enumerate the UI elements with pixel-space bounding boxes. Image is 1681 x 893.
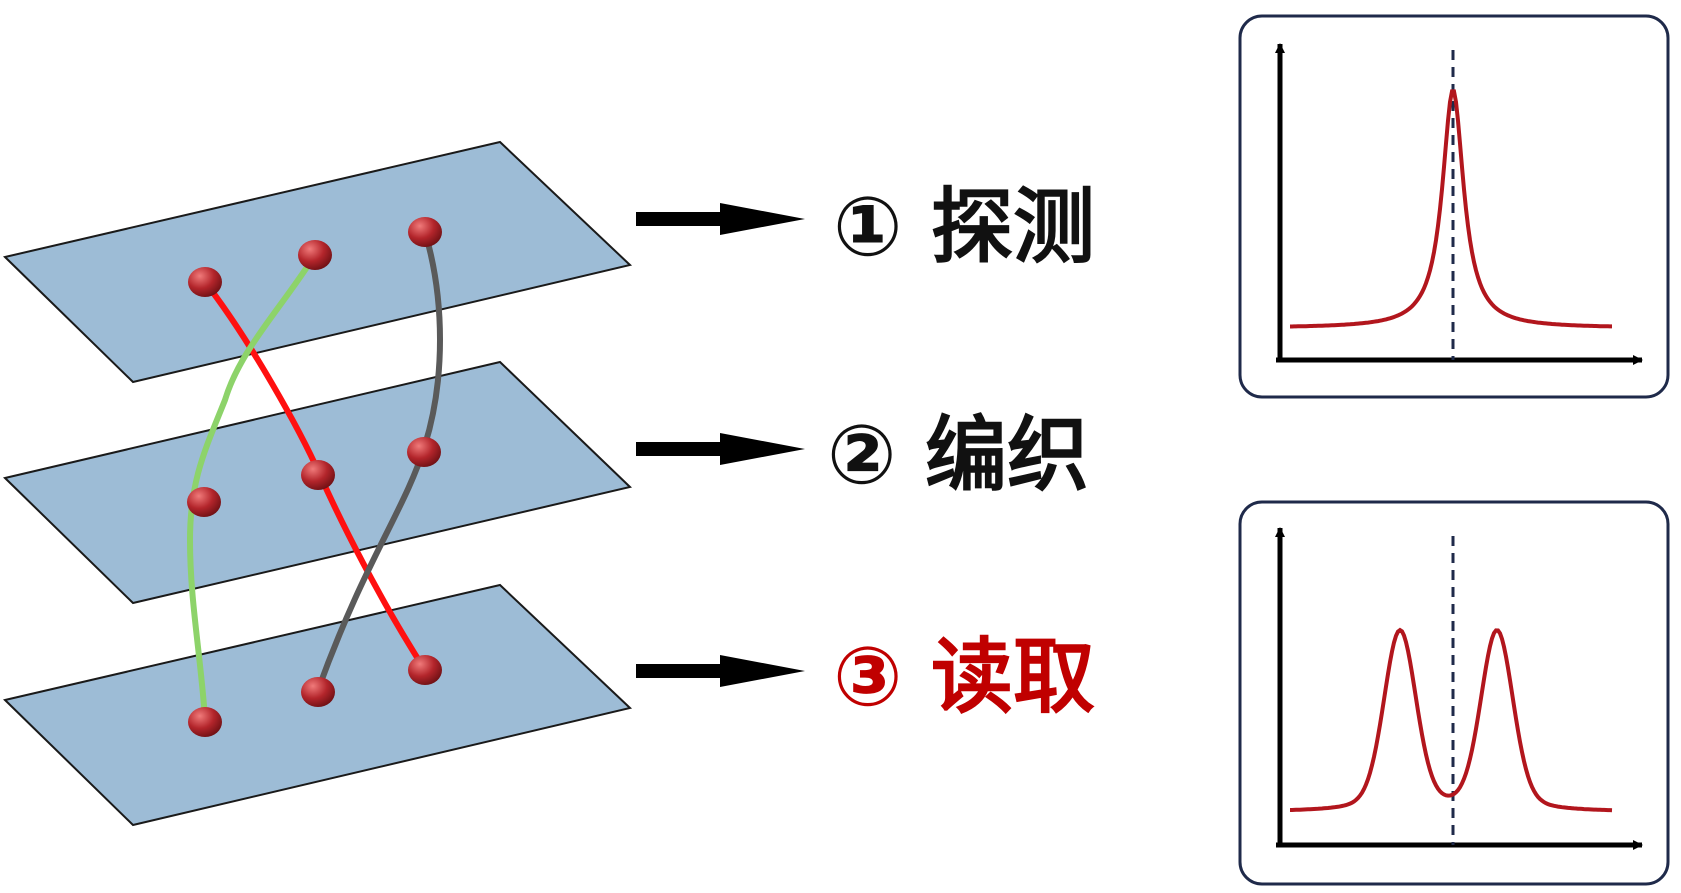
arrow-right-icon [636, 655, 805, 687]
strand-green [186, 252, 318, 721]
node-bot-1 [188, 707, 222, 737]
step-label-detect: ① 探测 [833, 180, 1095, 275]
arrow-right-icon [636, 203, 805, 235]
spectrum-panel-bottom [1238, 500, 1670, 886]
nodes [187, 217, 442, 737]
node-mid-1 [187, 487, 221, 517]
node-bot-3 [408, 655, 442, 685]
spectrum-curve [1290, 627, 1613, 813]
arrow-right-icon [636, 433, 805, 465]
node-mid-3 [407, 437, 441, 467]
node-top-2 [298, 240, 332, 270]
spectrum-panel-top [1238, 14, 1670, 399]
node-bot-2 [301, 677, 335, 707]
node-top-1 [188, 267, 222, 297]
step-label-braid: ② 编织 [827, 408, 1089, 503]
node-mid-2 [301, 460, 335, 490]
step-label-readout: ③ 读取 [833, 630, 1095, 725]
spectrum-curve [1290, 89, 1612, 329]
node-top-3 [408, 217, 442, 247]
